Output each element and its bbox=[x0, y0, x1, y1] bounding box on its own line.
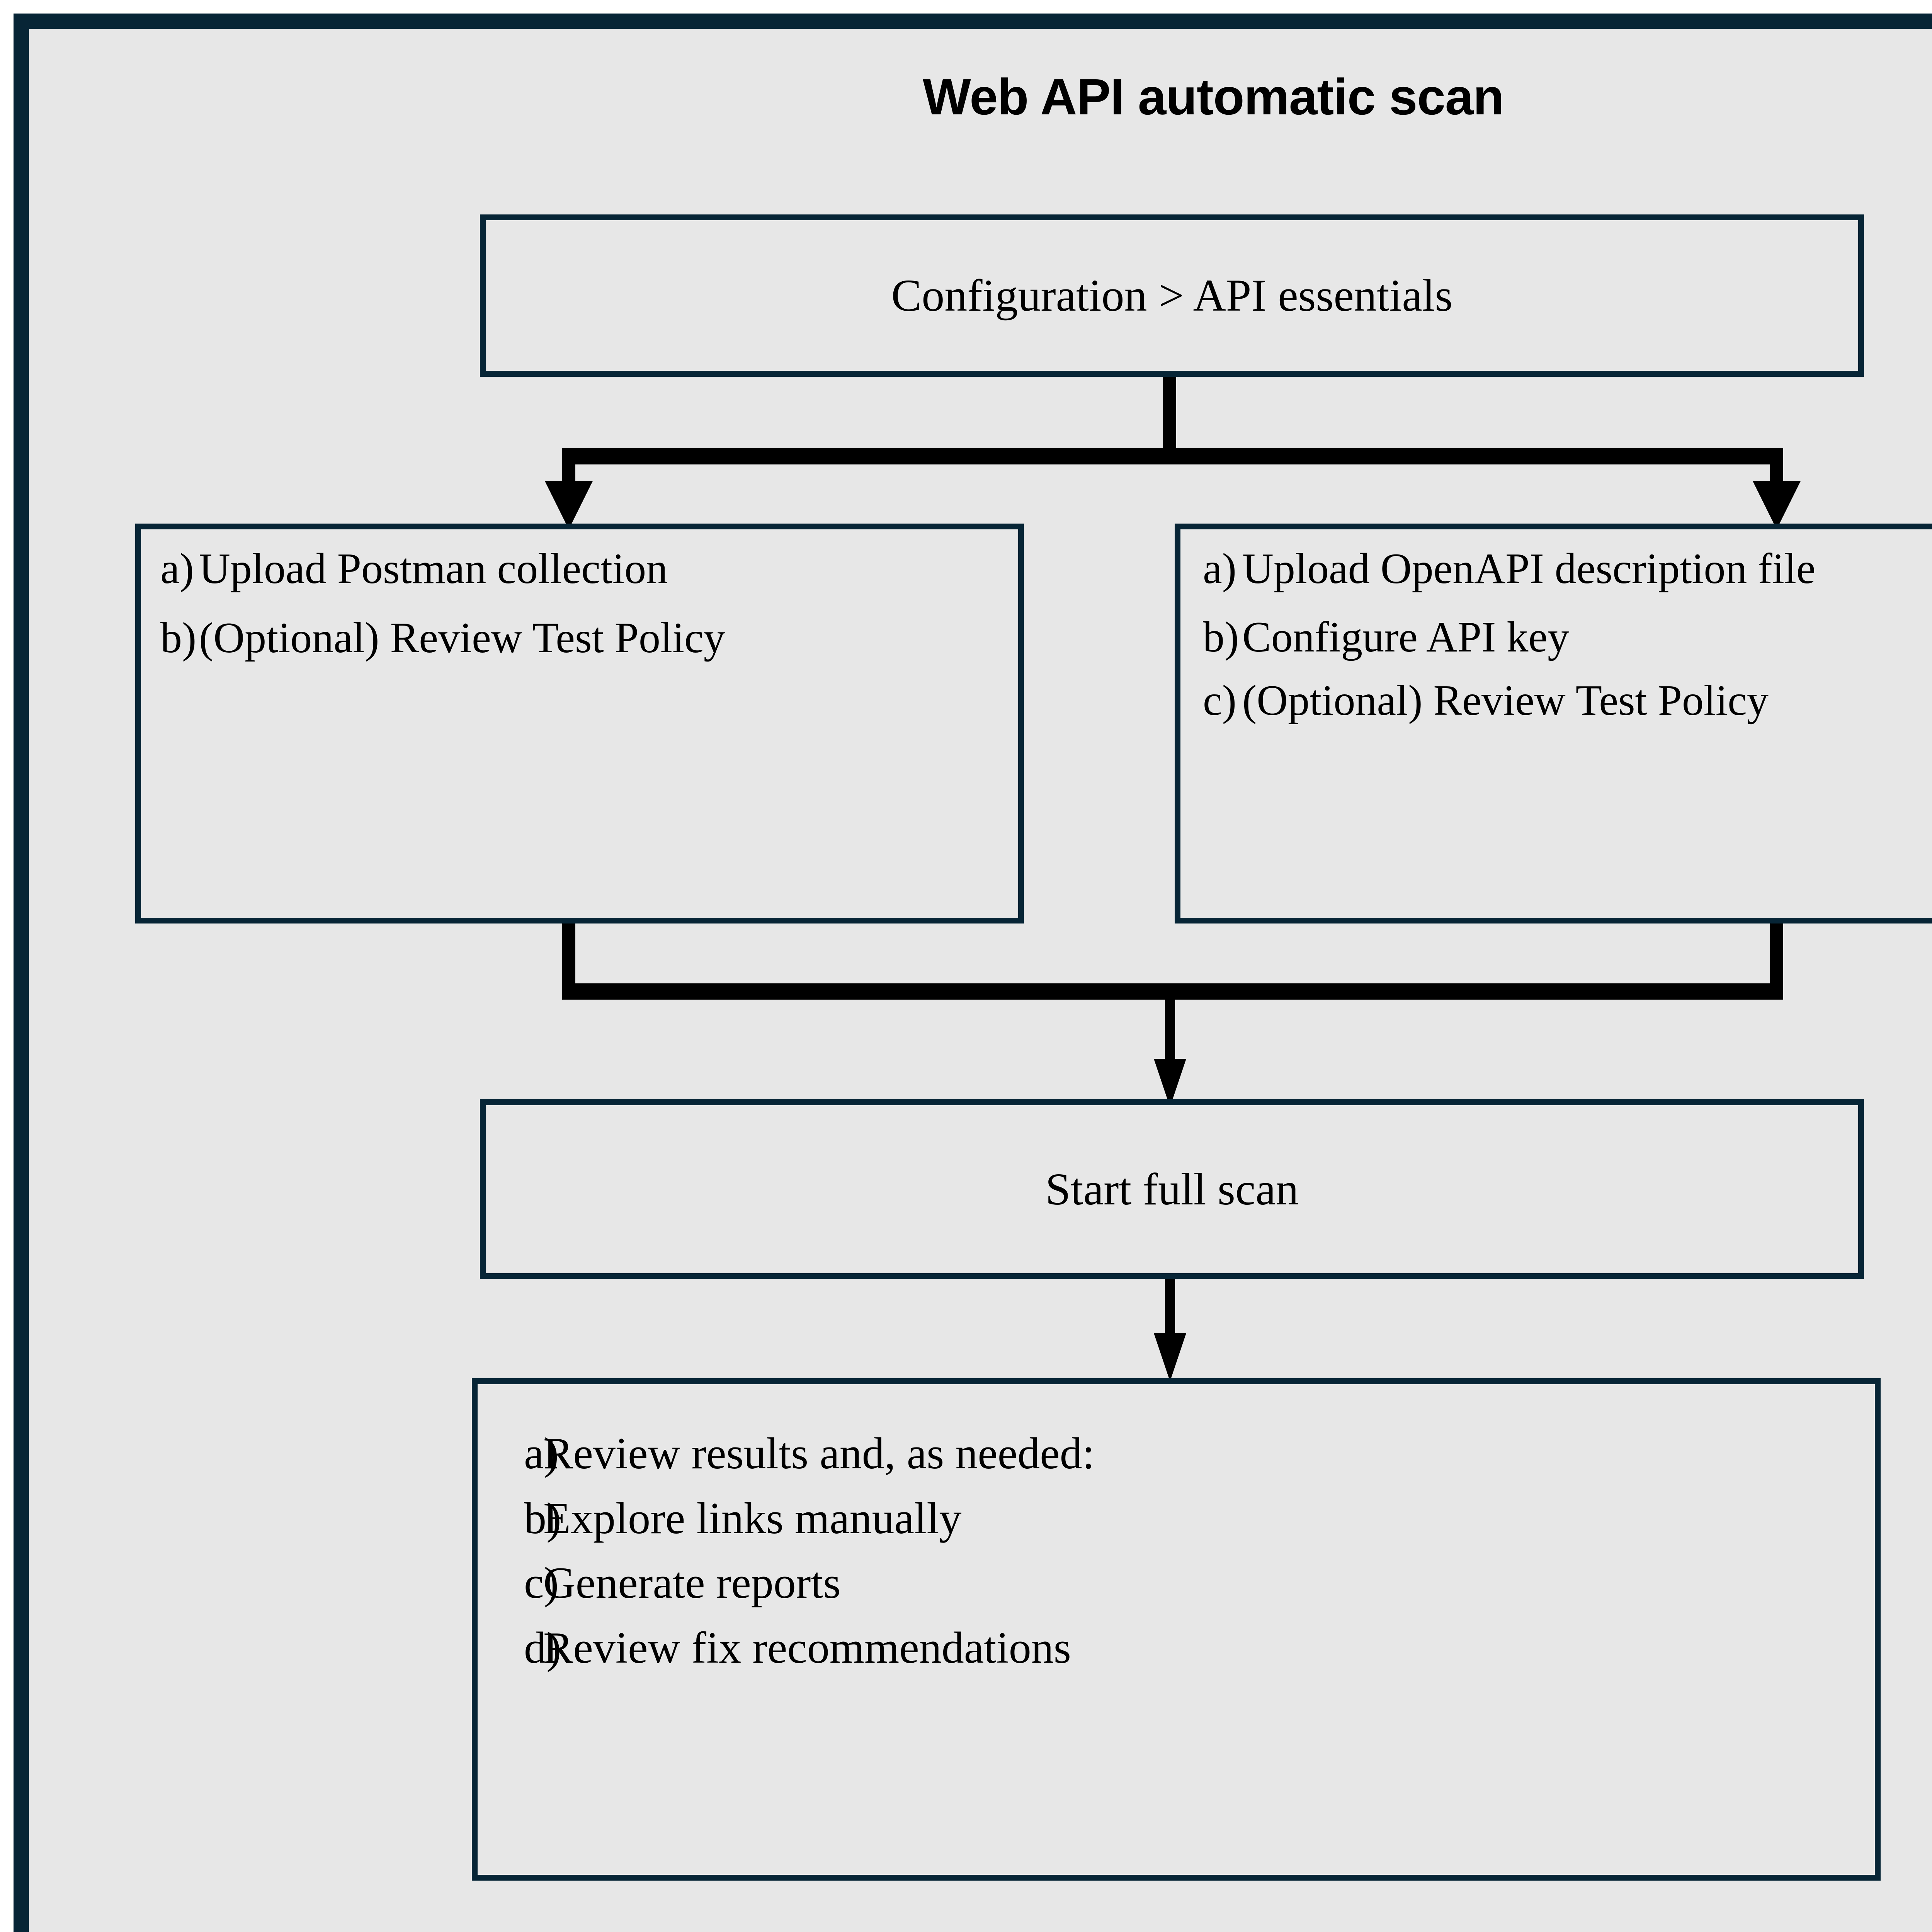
connector-merge-stem bbox=[1165, 1000, 1175, 1069]
connector-merge-bar bbox=[562, 983, 1783, 1000]
arrowhead-to-postman-box bbox=[545, 481, 593, 529]
arrowhead-to-openapi-box bbox=[1753, 481, 1801, 529]
postman-box[interactable]: a) Upload Postman collection b) (Optiona… bbox=[135, 524, 1024, 923]
config-box[interactable]: Configuration > API essentials bbox=[480, 214, 1864, 377]
list-marker: b) bbox=[1203, 613, 1239, 661]
list-item: c) (Optional) Review Test Policy bbox=[1180, 674, 1932, 727]
list-text: Explore links manually bbox=[543, 1493, 962, 1543]
connector-config-stem bbox=[1163, 377, 1176, 450]
list-text: Upload OpenAPI description file bbox=[1242, 545, 1816, 593]
list-text: Generate reports bbox=[543, 1558, 841, 1608]
list-marker: a) bbox=[524, 1429, 559, 1478]
config-box-label: Configuration > API essentials bbox=[891, 270, 1453, 321]
list-item: a) Review results and, as needed: bbox=[478, 1427, 1875, 1481]
openapi-box[interactable]: a) Upload OpenAPI description file b) Co… bbox=[1175, 524, 1932, 923]
list-text: Review results and, as needed: bbox=[543, 1429, 1095, 1478]
list-item: c) Generate reports bbox=[478, 1556, 1875, 1611]
list-item: a) Upload OpenAPI description file bbox=[1180, 543, 1932, 595]
list-item: d) Review fix recommendations bbox=[478, 1621, 1875, 1676]
list-item: b) Configure API key bbox=[1180, 611, 1932, 664]
results-box[interactable]: a) Review results and, as needed: b) Exp… bbox=[472, 1378, 1881, 1881]
list-item: b) (Optional) Review Test Policy bbox=[141, 612, 1018, 665]
list-marker: a) bbox=[1203, 545, 1237, 593]
connector-split-left-drop bbox=[562, 448, 575, 487]
list-text: (Optional) Review Test Policy bbox=[199, 614, 725, 662]
connector-split-right-drop bbox=[1770, 448, 1783, 487]
list-marker: b) bbox=[524, 1493, 561, 1543]
list-text: (Optional) Review Test Policy bbox=[1242, 677, 1769, 725]
scan-box-label: Start full scan bbox=[1045, 1163, 1299, 1214]
diagram-title: Web API automatic scan bbox=[923, 68, 1504, 125]
list-marker: c) bbox=[1203, 677, 1237, 725]
list-marker: b) bbox=[160, 614, 197, 662]
list-marker: c) bbox=[524, 1558, 559, 1608]
list-marker: a) bbox=[160, 545, 194, 593]
list-text: Upload Postman collection bbox=[199, 545, 668, 593]
list-marker: d) bbox=[524, 1623, 561, 1673]
arrowhead-to-scan-box bbox=[1154, 1059, 1186, 1107]
list-item: b) Explore links manually bbox=[478, 1492, 1875, 1546]
scan-box[interactable]: Start full scan bbox=[480, 1099, 1864, 1279]
list-text: Configure API key bbox=[1242, 613, 1570, 661]
list-item: a) Upload Postman collection bbox=[141, 543, 1018, 595]
arrowhead-to-results-box bbox=[1154, 1333, 1186, 1381]
list-text: Review fix recommendations bbox=[543, 1623, 1071, 1673]
connector-split-bar bbox=[562, 448, 1783, 464]
